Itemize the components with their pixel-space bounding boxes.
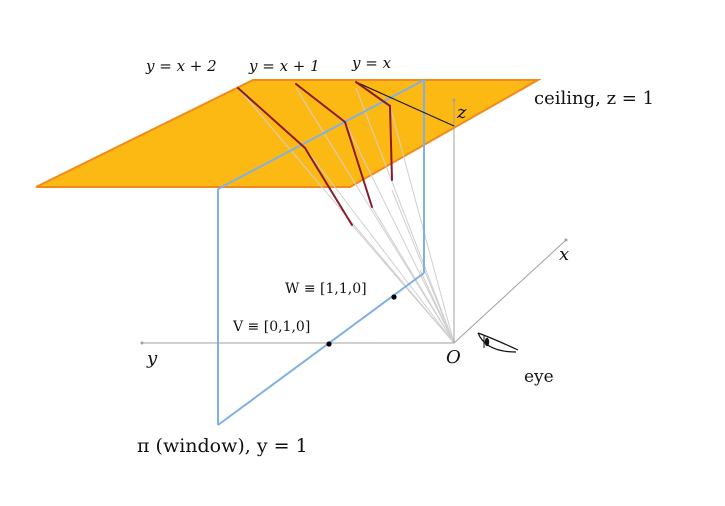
projection-x-plus-1-lower: [344, 121, 373, 208]
ray: [355, 87, 455, 344]
ray: [389, 105, 455, 344]
point-v-marker: [326, 341, 332, 347]
ray: [295, 87, 455, 344]
axis-x-end: [564, 238, 568, 242]
ray: [344, 121, 455, 344]
label-window: π (window), y = 1: [137, 435, 308, 457]
ray: [351, 224, 455, 344]
projected-lines: [237, 81, 393, 226]
eye-icon: [477, 332, 519, 353]
label-axis-x: x: [559, 244, 569, 265]
label-axis-y: y: [146, 348, 158, 369]
window-edge: [217, 272, 425, 426]
label-ceiling: ceiling, z = 1: [534, 88, 654, 109]
point-w-marker: [391, 294, 397, 300]
axis-x: [453, 239, 567, 344]
ceiling-plane: [35, 79, 542, 188]
window-edge: [217, 79, 425, 190]
projection-x-plus-2-lower: [304, 147, 353, 226]
projection-x-lower: [389, 105, 393, 181]
axes: [142, 100, 567, 344]
label-point-w: W ≡ [1,1,0]: [285, 281, 367, 297]
label-line-y-eq-x-plus-2: y = x + 2: [145, 57, 217, 75]
label-line-y-eq-x: y = x: [351, 54, 392, 72]
axis-z-end: [452, 98, 456, 102]
label-point-v: V ≡ [0,1,0]: [232, 319, 310, 335]
label-axis-z: z: [456, 102, 467, 123]
projection-x-upper: [355, 81, 391, 107]
label-origin: O: [446, 347, 461, 368]
projection-x-plus-1-upper: [295, 83, 346, 123]
ray: [304, 147, 455, 344]
ray: [371, 206, 455, 344]
ray: [419, 269, 455, 344]
projection-x-plus-2-upper: [237, 87, 306, 149]
axis-y-end: [140, 341, 144, 345]
label-line-y-eq-x-plus-1: y = x + 1: [248, 57, 320, 75]
ceiling-line-x: [355, 81, 455, 127]
label-eye: eye: [524, 367, 554, 387]
